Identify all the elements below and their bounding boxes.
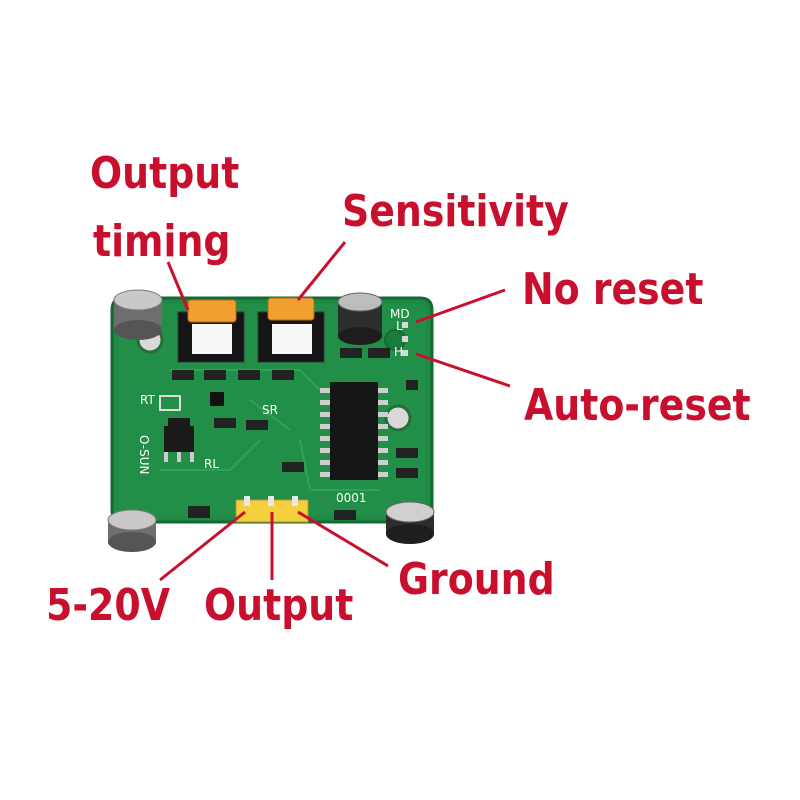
silk-rt: RT (140, 393, 155, 407)
output-timing-potentiometer (177, 299, 245, 363)
capacitor-top-right (337, 292, 383, 345)
capacitor-bottom-right (385, 501, 435, 544)
leader-auto-reset (415, 352, 511, 388)
leader-sensitivity (296, 241, 347, 301)
silk-brand: O-SUN (137, 435, 151, 475)
silk-md: MD (390, 307, 410, 321)
label-output-timing-line2: timing (93, 216, 231, 267)
label-output: Output (204, 580, 354, 631)
leader-output-timing (166, 261, 190, 311)
sensitivity-potentiometer (257, 297, 325, 363)
leader-supply-voltage (159, 510, 246, 582)
label-sensitivity: Sensitivity (342, 186, 569, 237)
capacitor-top-left (113, 289, 163, 340)
leader-no-reset (415, 288, 506, 324)
silk-sr: SR (262, 403, 278, 417)
callout-leader-lines (159, 241, 511, 582)
silk-jumper-h: H (394, 345, 403, 359)
silk-pin-vcc: VCC (236, 527, 255, 537)
silk-pin-gnd: GND (288, 527, 309, 537)
board-silkscreen: RT SR RL MD L H 0001 O-SUN VCC OUT GND (137, 307, 410, 537)
voltage-regulator (164, 418, 194, 462)
silk-chip-mark: 0001 (336, 491, 367, 505)
label-output-timing-line1: Output (90, 148, 240, 199)
silk-jumper-l: L (396, 319, 403, 333)
ic-chip (320, 382, 388, 480)
silk-rl: RL (204, 457, 219, 471)
leader-ground (297, 510, 389, 568)
label-auto-reset: Auto-reset (524, 380, 751, 431)
label-ground: Ground (398, 554, 555, 605)
capacitor-bottom-left (107, 509, 157, 552)
trigger-jumper (402, 322, 408, 356)
label-no-reset: No reset (522, 264, 704, 315)
smd-components (159, 348, 418, 520)
label-supply-voltage: 5-20V (46, 580, 170, 631)
